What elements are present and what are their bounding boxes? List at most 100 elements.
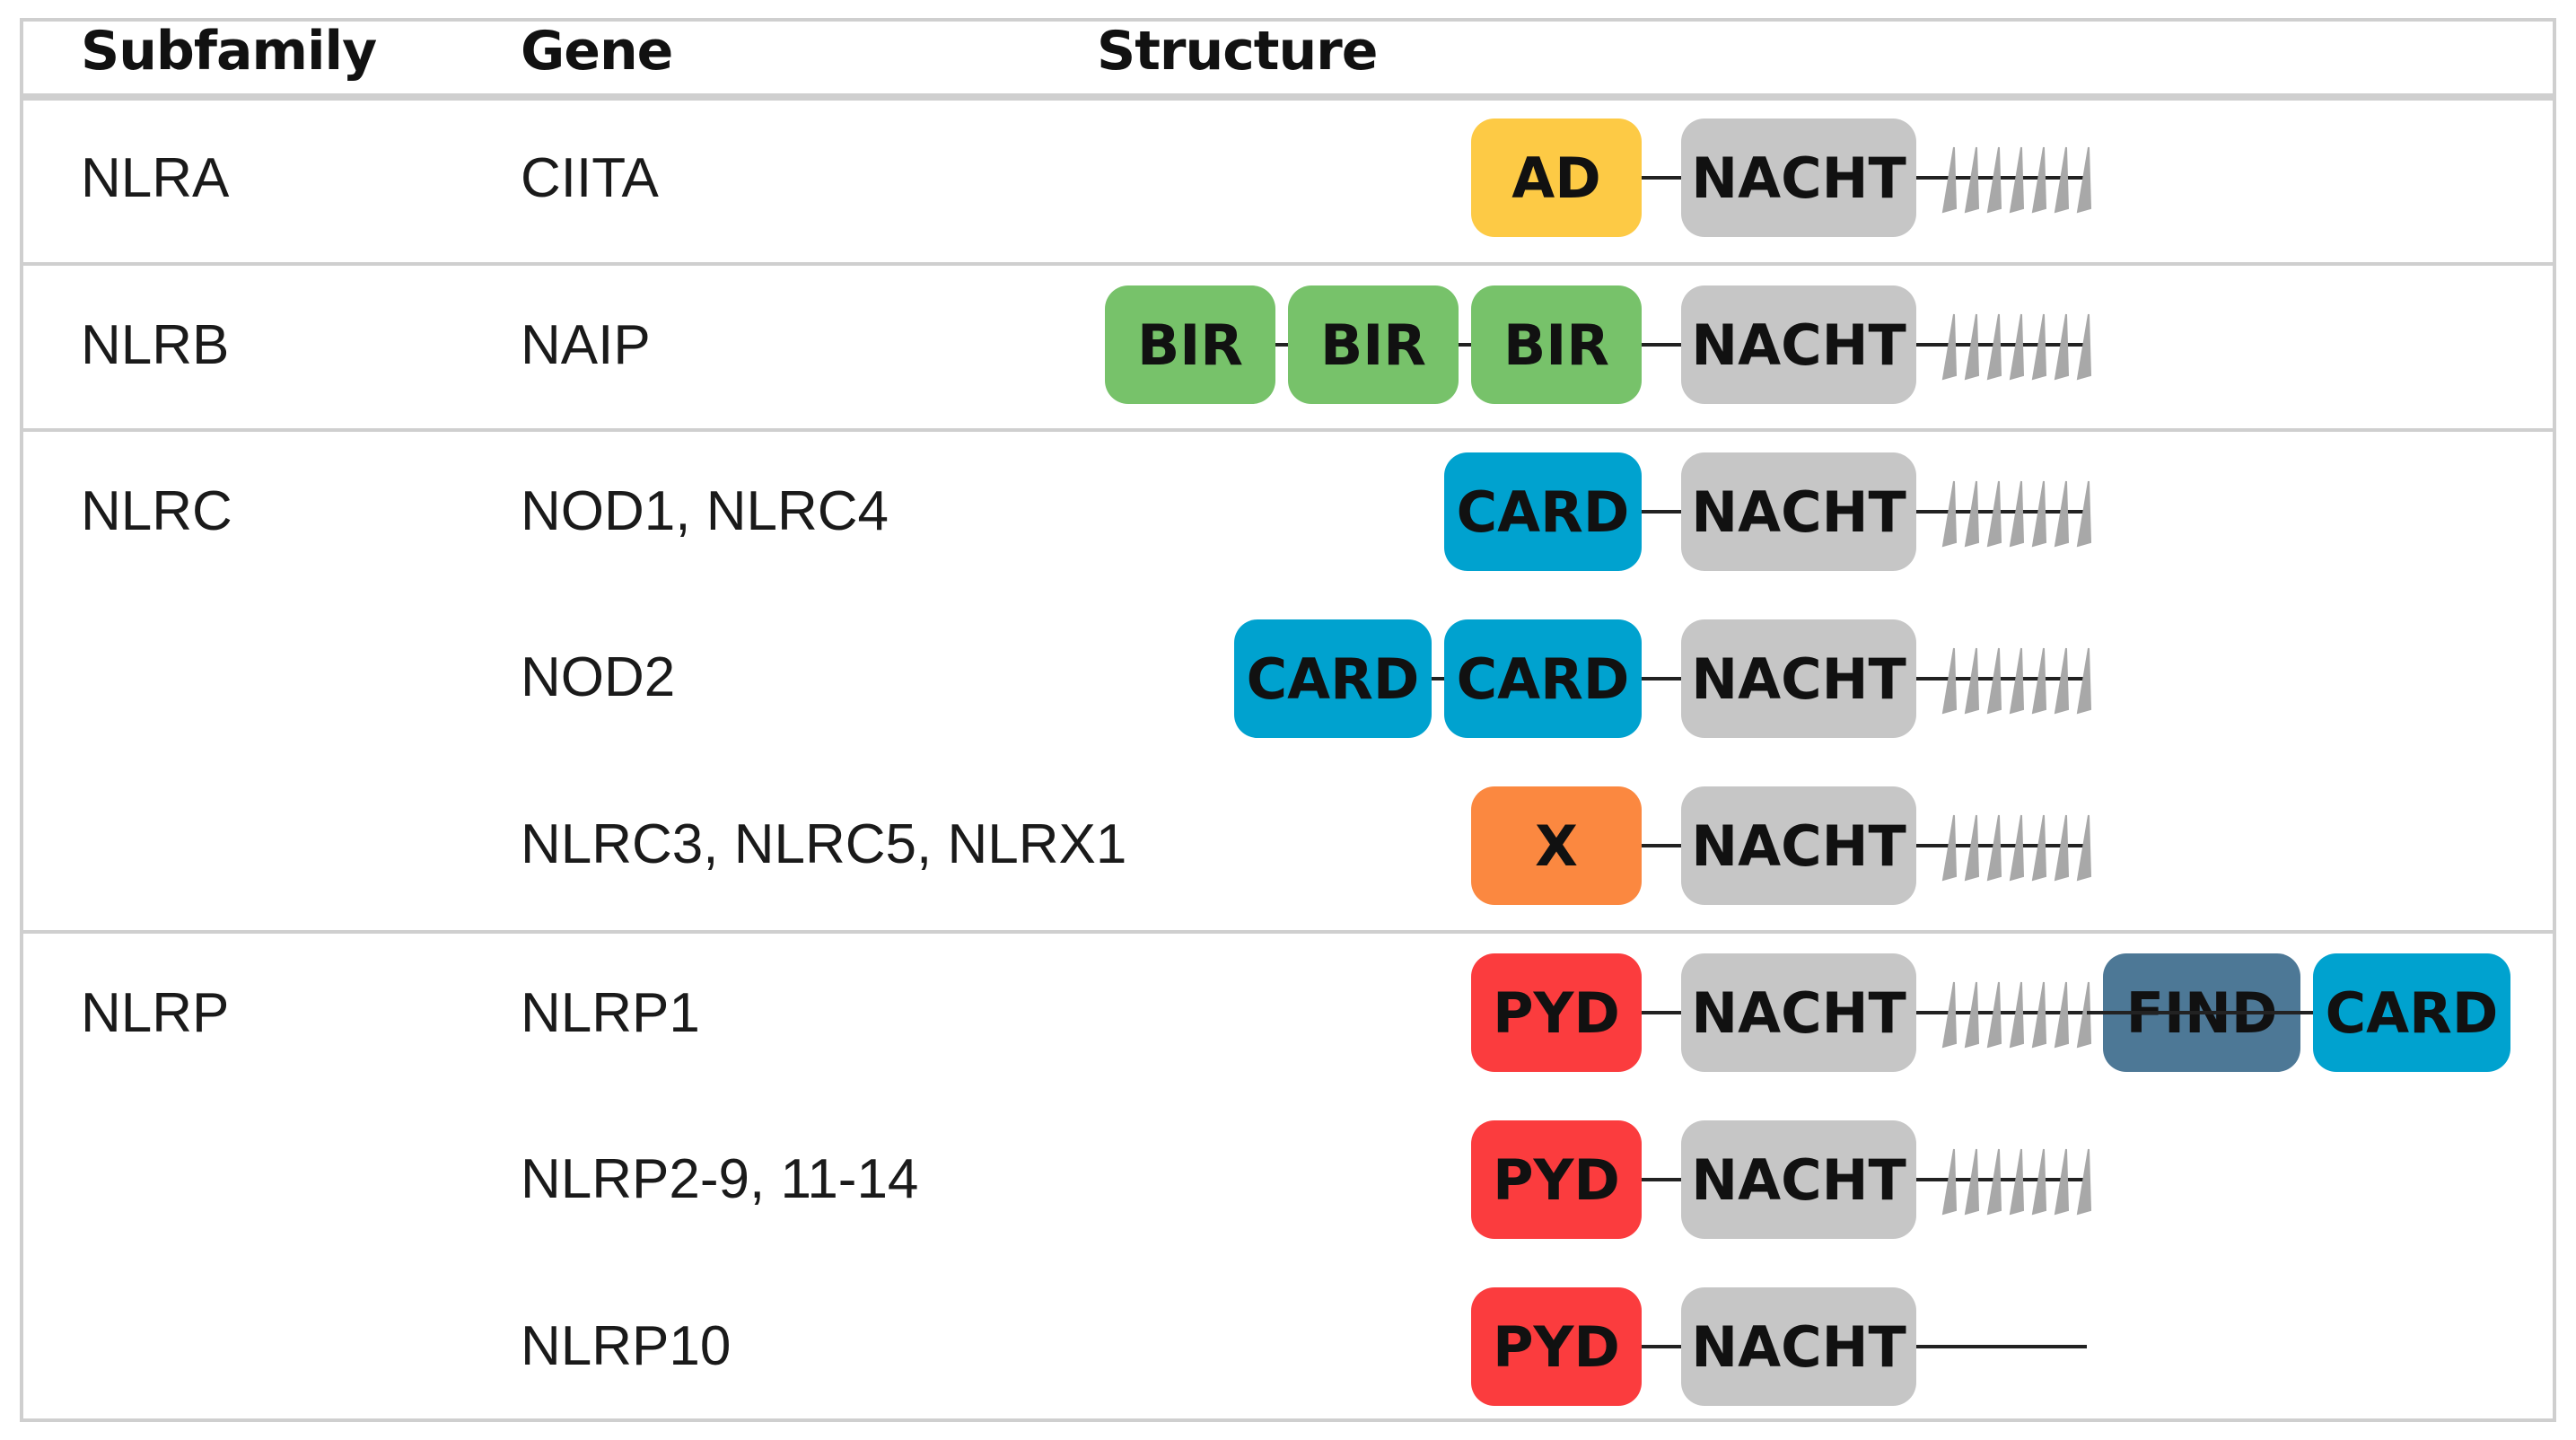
domain-ad-box xyxy=(1471,119,1642,237)
domain-nacht-box xyxy=(1681,786,1916,905)
lrr-repeats-icon xyxy=(1941,146,2092,214)
domain-label: CARD xyxy=(1457,479,1630,545)
domain-x-box xyxy=(1471,786,1642,905)
lrr-repeat xyxy=(2031,480,2047,548)
domain-card-box xyxy=(1234,619,1432,738)
gene-cell: NLRP10 xyxy=(521,1315,732,1377)
domain-label: NACHT xyxy=(1691,312,1906,378)
lrr-repeat xyxy=(1964,1148,1980,1216)
domain-label: NACHT xyxy=(1691,145,1906,211)
gene-cell: NLRC3, NLRC5, NLRX1 xyxy=(521,813,1127,875)
subfamily-cell: NLRA xyxy=(81,147,230,209)
lrr-repeat xyxy=(2009,146,2025,214)
group-divider xyxy=(20,930,2556,934)
domain-label: NACHT xyxy=(1691,980,1906,1046)
lrr-repeat xyxy=(2076,647,2092,715)
lrr-repeat xyxy=(2076,814,2092,882)
lrr-repeat xyxy=(2076,146,2092,214)
lrr-repeat xyxy=(1986,146,2002,214)
gene-cell: NOD2 xyxy=(521,646,676,708)
domain-nacht-box xyxy=(1681,619,1916,738)
lrr-repeat xyxy=(2031,814,2047,882)
lrr-repeat xyxy=(2009,647,2025,715)
lrr-repeats-icon xyxy=(1941,313,2092,381)
lrr-repeat xyxy=(2031,313,2047,381)
lrr-repeat xyxy=(1964,146,1980,214)
lrr-repeats-icon xyxy=(1941,1148,2092,1216)
lrr-repeat xyxy=(2054,647,2070,715)
lrr-repeat xyxy=(1941,146,1958,214)
domain-nacht-box xyxy=(1681,953,1916,1072)
domain-nacht-box xyxy=(1681,452,1916,571)
domain-bir-box xyxy=(1105,285,1275,404)
lrr-repeat xyxy=(2054,480,2070,548)
domain-pyd-box xyxy=(1471,1287,1642,1406)
lrr-repeat xyxy=(1964,981,1980,1049)
gene-cell: NLRP1 xyxy=(521,982,700,1044)
lrr-repeat xyxy=(1941,647,1958,715)
gene-cell: NAIP xyxy=(521,314,651,376)
lrr-repeat xyxy=(1941,981,1958,1049)
lrr-repeat xyxy=(2009,480,2025,548)
lrr-repeat xyxy=(1941,814,1958,882)
subfamily-cell: NLRC xyxy=(81,480,232,542)
gene-cell: CIITA xyxy=(521,147,659,209)
lrr-repeat xyxy=(1986,981,2002,1049)
lrr-repeat xyxy=(2031,981,2047,1049)
lrr-repeat xyxy=(2076,1148,2092,1216)
domain-label: NACHT xyxy=(1691,813,1906,879)
lrr-repeats-icon xyxy=(1941,647,2092,715)
gene-cell: NLRP2-9, 11-14 xyxy=(521,1148,919,1210)
lrr-repeat xyxy=(1964,313,1980,381)
domain-nacht-box xyxy=(1681,1120,1916,1239)
lrr-repeat xyxy=(2031,146,2047,214)
domain-bir-box xyxy=(1288,285,1459,404)
domain-label: CARD xyxy=(1247,646,1420,712)
lrr-repeat xyxy=(1964,814,1980,882)
domain-nacht-box xyxy=(1681,285,1916,404)
lrr-repeat xyxy=(1964,647,1980,715)
subfamily-cell: NLRB xyxy=(81,314,230,376)
domain-label: NACHT xyxy=(1691,1314,1906,1380)
lrr-repeat xyxy=(2054,814,2070,882)
lrr-repeat xyxy=(2054,1148,2070,1216)
domain-label: BIR xyxy=(1137,312,1243,378)
header-structure: Structure xyxy=(1097,20,1378,83)
domain-label: PYD xyxy=(1493,1147,1620,1213)
lrr-repeat xyxy=(1986,1148,2002,1216)
lrr-repeat xyxy=(2031,1148,2047,1216)
domain-label: PYD xyxy=(1493,1314,1620,1380)
domain-nacht-box xyxy=(1681,1287,1916,1406)
lrr-repeat xyxy=(2009,313,2025,381)
lrr-repeat xyxy=(2009,981,2025,1049)
domain-nacht-box xyxy=(1681,119,1916,237)
domain-label: CARD xyxy=(2326,980,2499,1046)
lrr-repeat xyxy=(1941,480,1958,548)
table-frame xyxy=(20,18,2556,1422)
subfamily-cell: NLRP xyxy=(81,982,230,1044)
lrr-repeat xyxy=(2009,1148,2025,1216)
gene-cell: NOD1, NLRC4 xyxy=(521,480,889,542)
lrr-repeat xyxy=(1941,313,1958,381)
domain-pyd-box xyxy=(1471,1120,1642,1239)
header-gene: Gene xyxy=(521,20,673,83)
domain-label: AD xyxy=(1511,145,1600,211)
lrr-repeat xyxy=(2054,981,2070,1049)
domain-pyd-box xyxy=(1471,953,1642,1072)
lrr-repeat xyxy=(2009,814,2025,882)
lrr-repeat xyxy=(2054,313,2070,381)
group-divider xyxy=(20,428,2556,432)
group-divider xyxy=(20,262,2556,266)
domain-label: BIR xyxy=(1503,312,1609,378)
domain-label: NACHT xyxy=(1691,479,1906,545)
lrr-repeat xyxy=(1986,313,2002,381)
domain-label: BIR xyxy=(1320,312,1426,378)
lrr-repeat xyxy=(2054,146,2070,214)
domain-card-box xyxy=(2313,953,2510,1072)
lrr-repeat xyxy=(2031,647,2047,715)
lrr-repeat xyxy=(2076,480,2092,548)
lrr-repeat xyxy=(1964,480,1980,548)
domain-label: CARD xyxy=(1457,646,1630,712)
domain-bir-box xyxy=(1471,285,1642,404)
